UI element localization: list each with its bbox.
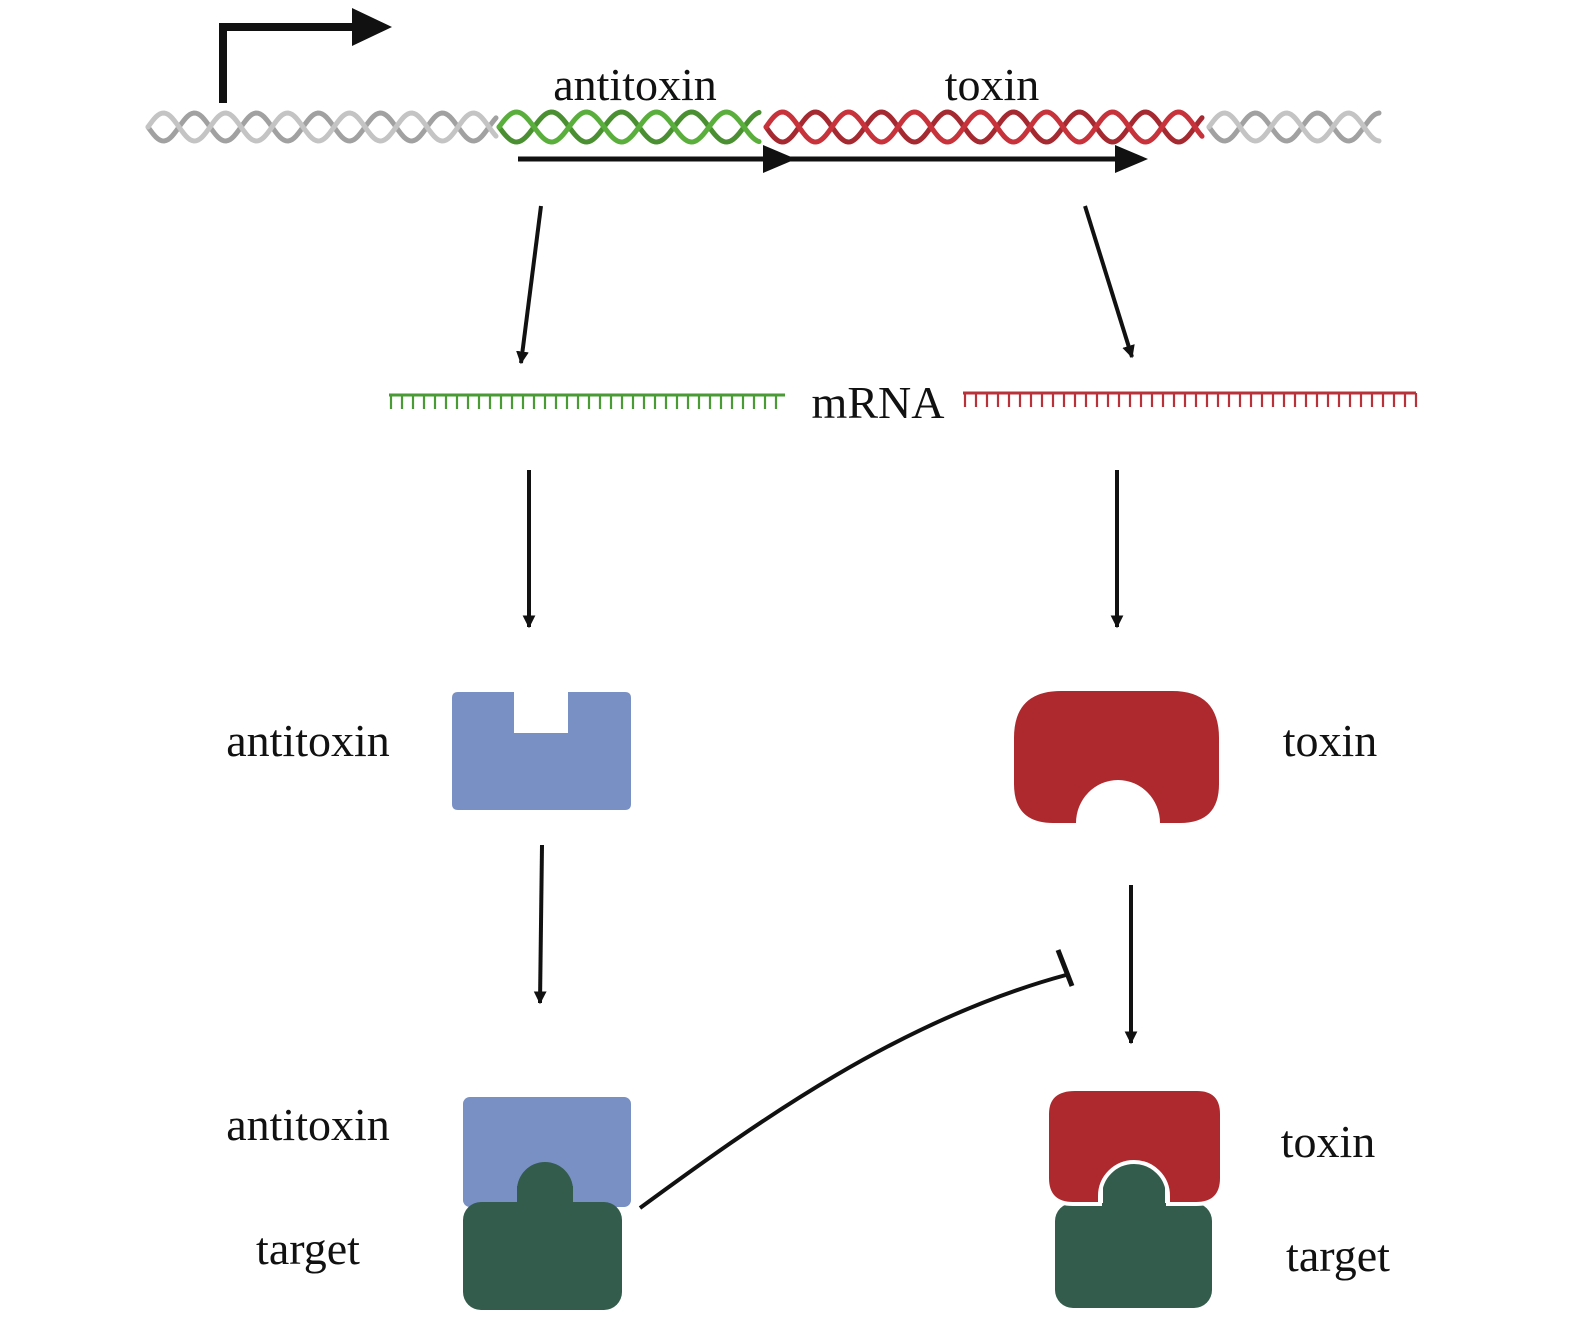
- antitoxin-target-complex: [463, 1097, 631, 1310]
- inhibition-tbar-icon: [638, 949, 1075, 1210]
- mrna-toxin: [963, 391, 1418, 407]
- transcription-arrow-toxin: [1083, 205, 1135, 359]
- protein-label-antitoxin: antitoxin: [226, 715, 390, 766]
- dna-flank-left: [145, 110, 499, 144]
- mrna-antitoxin: [389, 393, 785, 409]
- protein-label-toxin: toxin: [1283, 715, 1378, 766]
- gene-label-toxin: toxin: [945, 59, 1040, 110]
- binding-arrow-antitoxin: [533, 844, 547, 1005]
- dna-toxin-gene: [763, 109, 1205, 145]
- dna-flank-right: [1206, 110, 1382, 144]
- toxin-protein: [1014, 691, 1219, 823]
- gene-label-antitoxin: antitoxin: [553, 59, 717, 110]
- promoter-arrow-icon: [219, 8, 392, 103]
- antitoxin-protein-bound: [463, 1097, 631, 1207]
- antitoxin-gene-direction-arrow: [518, 145, 796, 173]
- toxin-protein-bound: [1045, 1087, 1224, 1206]
- target-protein-left: [463, 1162, 622, 1310]
- target-protein-right: [1055, 1161, 1212, 1308]
- toxin-gene-direction-arrow: [775, 145, 1148, 173]
- antitoxin-protein: [452, 692, 631, 810]
- toxin-target-complex: [1045, 1087, 1224, 1308]
- complex-label-target-right: target: [1286, 1230, 1390, 1281]
- transcription-arrow-antitoxin: [516, 205, 543, 365]
- complex-label-target-left: target: [256, 1223, 360, 1274]
- complex-label-antitoxin: antitoxin: [226, 1099, 390, 1150]
- dna-antitoxin-gene: [496, 109, 762, 145]
- mrna-label: mRNA: [812, 377, 945, 428]
- complex-label-toxin: toxin: [1281, 1116, 1376, 1167]
